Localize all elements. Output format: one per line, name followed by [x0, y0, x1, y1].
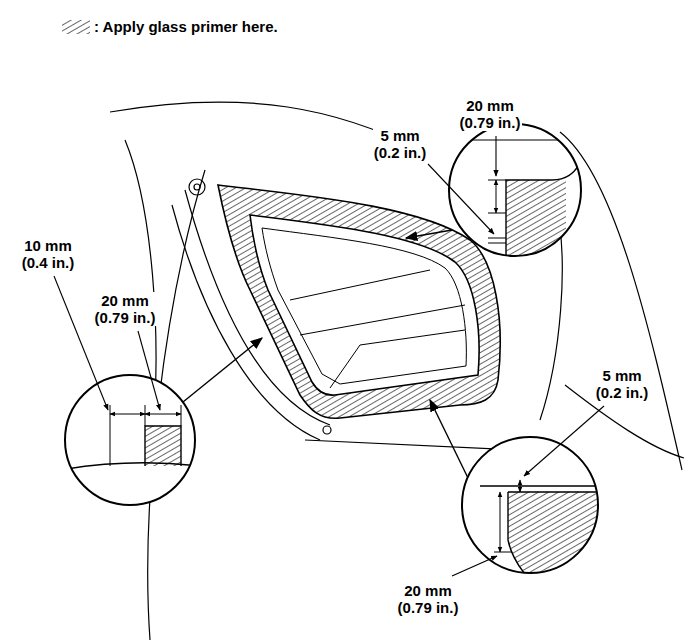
body-lines	[110, 102, 684, 640]
dimension-label: 5 mm (0.2 in.)	[373, 127, 428, 161]
pointer-arrows	[183, 230, 468, 478]
dimension-label: 20 mm (0.79 in.)	[459, 97, 522, 131]
legend-text: : Apply glass primer here.	[94, 18, 278, 35]
dimension-label: 5 mm (0.2 in.)	[595, 367, 650, 401]
hatch-swatch	[62, 19, 90, 35]
dimension-label: 20 mm (0.79 in.)	[397, 582, 460, 616]
detail-circle	[60, 375, 200, 505]
detail-circle	[449, 118, 596, 262]
legend-row: : Apply glass primer here.	[62, 18, 278, 35]
detail-circle	[462, 437, 600, 580]
dimension-label: 20 mm (0.79 in.)	[94, 292, 157, 326]
dimension-label: 10 mm (0.4 in.)	[21, 237, 76, 271]
leader-lines	[54, 136, 604, 576]
